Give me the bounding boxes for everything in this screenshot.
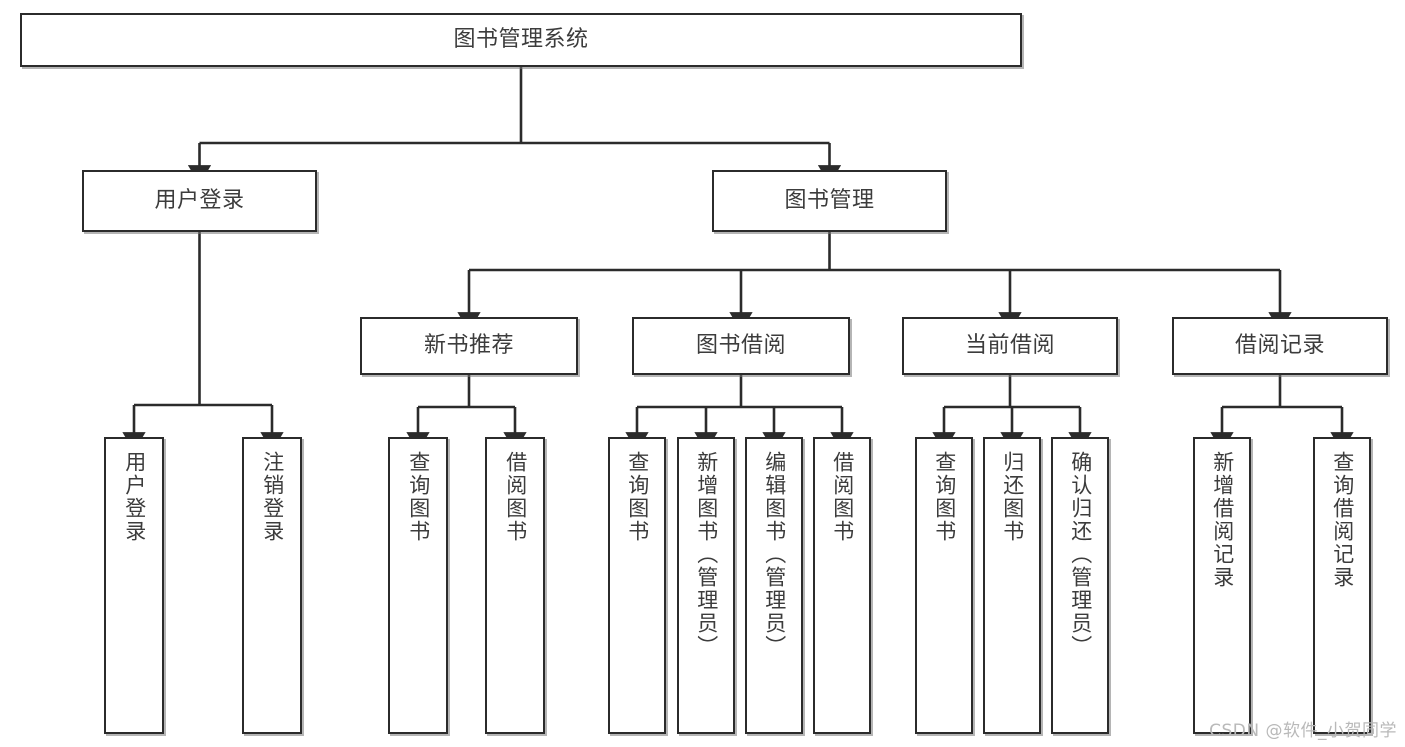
node-label-login: 用户登录	[154, 188, 245, 214]
node-label-b-borrow: 借阅图书	[830, 451, 855, 543]
node-label-r-query: 查询借阅记录	[1330, 451, 1355, 589]
node-label-c-query: 查询图书	[932, 451, 957, 543]
node-label-c-confirm: 确认归还（管理员）	[1068, 451, 1093, 658]
node-label-borrow: 图书借阅	[695, 333, 786, 359]
node-label-b-add: 新增图书（管理员）	[694, 451, 719, 658]
node-l-logout[interactable]: 注销登录	[242, 437, 302, 734]
node-current[interactable]: 当前借阅	[902, 317, 1118, 375]
node-label-n-borrow: 借阅图书	[503, 451, 528, 543]
node-n-borrow[interactable]: 借阅图书	[485, 437, 545, 734]
node-label-n-query: 查询图书	[406, 451, 431, 543]
node-b-query[interactable]: 查询图书	[608, 437, 666, 734]
node-root[interactable]: 图书管理系统	[20, 13, 1022, 67]
node-label-b-edit: 编辑图书（管理员）	[762, 451, 787, 658]
node-label-l-logout: 注销登录	[260, 451, 285, 543]
node-label-bookmgmt: 图书管理	[784, 188, 875, 214]
node-r-query[interactable]: 查询借阅记录	[1313, 437, 1371, 734]
node-login[interactable]: 用户登录	[82, 170, 317, 232]
node-c-return[interactable]: 归还图书	[983, 437, 1041, 734]
node-b-borrow[interactable]: 借阅图书	[813, 437, 871, 734]
node-c-query[interactable]: 查询图书	[915, 437, 973, 734]
node-borrow[interactable]: 图书借阅	[632, 317, 850, 375]
node-label-b-query: 查询图书	[625, 451, 650, 543]
node-label-root: 图书管理系统	[453, 27, 589, 53]
node-newbook[interactable]: 新书推荐	[360, 317, 578, 375]
node-label-current: 当前借阅	[964, 333, 1055, 359]
node-label-newbook: 新书推荐	[423, 333, 514, 359]
node-r-add[interactable]: 新增借阅记录	[1193, 437, 1251, 734]
csdn-watermark: CSDN @软件_小贺同学	[1209, 721, 1397, 741]
node-b-add[interactable]: 新增图书（管理员）	[677, 437, 735, 734]
node-label-l-login: 用户登录	[122, 451, 147, 543]
node-n-query[interactable]: 查询图书	[388, 437, 448, 734]
node-bookmgmt[interactable]: 图书管理	[712, 170, 947, 232]
node-label-records: 借阅记录	[1234, 333, 1325, 359]
node-l-login[interactable]: 用户登录	[104, 437, 164, 734]
node-b-edit[interactable]: 编辑图书（管理员）	[745, 437, 803, 734]
node-label-c-return: 归还图书	[1000, 451, 1025, 543]
node-label-r-add: 新增借阅记录	[1210, 451, 1235, 589]
node-c-confirm[interactable]: 确认归还（管理员）	[1051, 437, 1109, 734]
node-records[interactable]: 借阅记录	[1172, 317, 1388, 375]
